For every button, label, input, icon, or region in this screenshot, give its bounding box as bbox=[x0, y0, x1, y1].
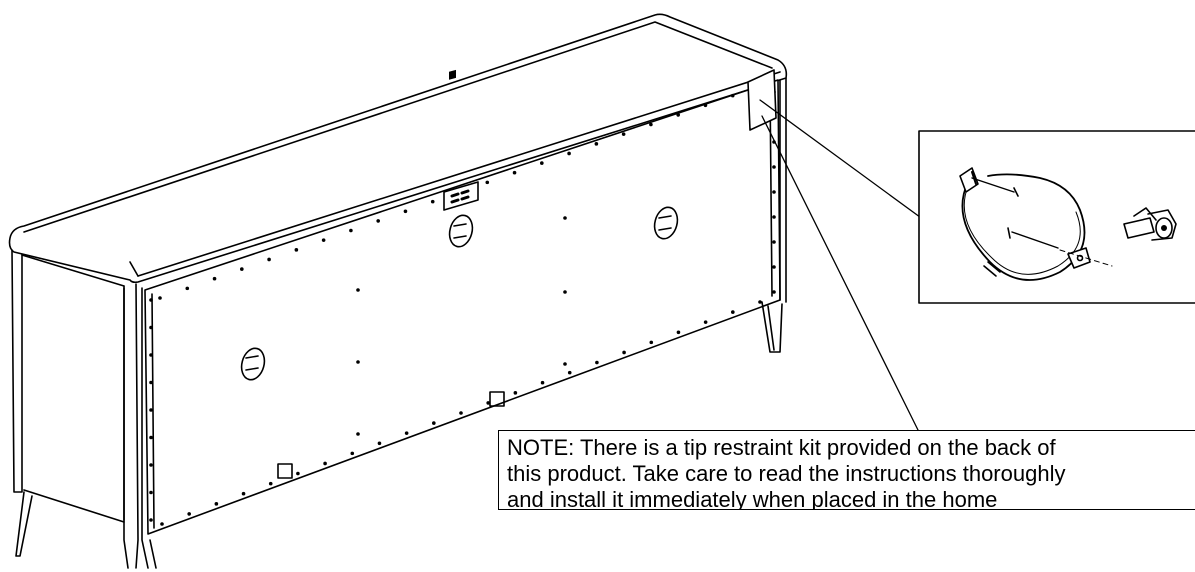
note-line-3: and install it immediately when placed i… bbox=[507, 487, 998, 510]
screw-dot bbox=[676, 330, 681, 335]
cable-hole-left bbox=[240, 347, 266, 381]
screw-dot bbox=[512, 170, 517, 175]
leader-lines bbox=[759, 99, 925, 431]
screw-dot bbox=[187, 512, 191, 516]
screw-dot bbox=[485, 180, 490, 185]
cabinet-front-left-leg bbox=[123, 283, 157, 569]
screw-dot bbox=[149, 435, 153, 440]
screw-dot bbox=[241, 491, 246, 496]
screw-dot bbox=[563, 362, 567, 366]
screw-dot bbox=[772, 165, 776, 169]
screw-dot bbox=[149, 353, 153, 357]
screw-dot bbox=[149, 463, 153, 467]
screw-dot bbox=[540, 380, 545, 385]
screw-dot bbox=[563, 290, 567, 294]
screw-dot bbox=[268, 481, 273, 486]
screw-dot bbox=[350, 451, 355, 456]
screw-dot bbox=[149, 518, 153, 522]
screw-dot bbox=[149, 298, 153, 302]
screw-dot bbox=[772, 265, 776, 269]
screw-dot bbox=[563, 216, 567, 220]
screw-dot bbox=[772, 240, 776, 244]
note-line-2: this product. Take care to read the inst… bbox=[507, 461, 1066, 486]
screw-dot bbox=[703, 103, 708, 108]
screw-dot bbox=[349, 228, 353, 233]
screw-dot bbox=[513, 391, 518, 395]
screw-dot bbox=[649, 122, 653, 127]
screw-dot bbox=[567, 151, 571, 156]
screw-dot bbox=[595, 360, 599, 365]
cabinet-left-side bbox=[11, 249, 125, 557]
screw-dot bbox=[486, 401, 490, 405]
screw-dot bbox=[294, 248, 299, 252]
screw-dot bbox=[149, 490, 153, 495]
screw-dot bbox=[377, 441, 382, 446]
screw-dot bbox=[404, 431, 409, 435]
cabinet-bottom-feet bbox=[277, 391, 505, 479]
cable-hole-center bbox=[448, 214, 474, 248]
tip-restraint-cable-icon bbox=[959, 167, 1091, 281]
screw-dot bbox=[540, 161, 544, 165]
screw-dot bbox=[240, 267, 244, 271]
screw-icon bbox=[971, 171, 1113, 267]
screw-dot bbox=[649, 340, 654, 345]
outlet-icon bbox=[443, 69, 479, 211]
screw-dot bbox=[158, 296, 162, 300]
screw-dot bbox=[703, 320, 708, 324]
screw-dot bbox=[594, 142, 599, 146]
tip-restraint-kit-package bbox=[747, 69, 777, 131]
screw-dot bbox=[214, 502, 219, 506]
bracket-icon bbox=[1123, 207, 1177, 241]
screw-dot bbox=[731, 310, 735, 314]
cable-hole-right bbox=[653, 206, 679, 240]
screw-dot bbox=[459, 411, 463, 415]
screw-dot bbox=[267, 257, 271, 262]
screw-dot bbox=[149, 408, 153, 412]
screw-dot bbox=[772, 290, 776, 294]
screw-dot bbox=[621, 132, 626, 136]
cabinet-top bbox=[8, 13, 788, 284]
screw-dot bbox=[356, 288, 360, 292]
detail-inset bbox=[918, 130, 1195, 304]
screw-dot bbox=[212, 276, 217, 281]
screw-dot bbox=[730, 93, 735, 98]
screw-dot bbox=[160, 522, 164, 526]
screw-dot bbox=[296, 471, 300, 476]
screw-dot bbox=[676, 113, 680, 117]
screw-dot bbox=[432, 421, 436, 425]
note-callout: NOTE: There is a tip restraint kit provi… bbox=[498, 430, 1195, 510]
screw-dot bbox=[321, 238, 326, 242]
screw-dot bbox=[772, 190, 776, 194]
screw-dot bbox=[376, 219, 380, 223]
screw-dot bbox=[758, 300, 762, 304]
screw-dot bbox=[149, 380, 153, 385]
screw-dot bbox=[185, 286, 190, 291]
cabinet-right-leg bbox=[761, 77, 787, 353]
screw-dot bbox=[430, 199, 435, 204]
screw-dot bbox=[622, 350, 626, 355]
screw-dot bbox=[567, 370, 572, 375]
screw-dot bbox=[149, 325, 153, 330]
screw-dot bbox=[772, 215, 776, 219]
screw-dot bbox=[403, 209, 408, 214]
screw-dot bbox=[356, 432, 360, 436]
screw-dot bbox=[323, 461, 327, 466]
note-line-1: NOTE: There is a tip restraint kit provi… bbox=[507, 435, 1056, 460]
screw-dot bbox=[356, 360, 360, 364]
